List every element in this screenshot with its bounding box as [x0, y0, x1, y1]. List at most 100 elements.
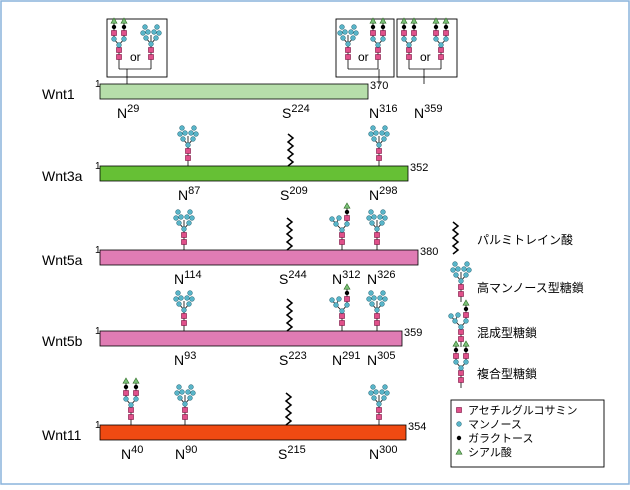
glcnac-square-icon: [463, 353, 469, 359]
mannose-circle-icon: [348, 29, 354, 35]
n29-glycan-alternatives: or: [106, 17, 168, 84]
glcnac-square-icon: [453, 353, 459, 359]
mannose-circle-icon: [351, 24, 357, 30]
mannose-circle-icon: [123, 396, 129, 402]
mannose-circle-icon: [345, 41, 351, 47]
mannose-circle-icon: [353, 30, 359, 36]
site-residue: S: [278, 446, 287, 462]
sialic-triangle-icon: [120, 17, 128, 24]
mannose-circle-icon: [154, 24, 160, 30]
mannose-circle-icon: [371, 214, 377, 220]
sialic-triangle-icon: [462, 299, 470, 306]
high-mannose-glycan-icon: [366, 290, 388, 331]
mannose-circle-icon: [366, 215, 372, 221]
site-residue: N: [117, 105, 127, 121]
protein-bar: [99, 424, 407, 441]
glcnac-square-icon: [339, 232, 345, 238]
glcnac-square-icon: [181, 232, 187, 238]
site-label-s223: S223: [279, 350, 307, 368]
site-number: 93: [184, 350, 196, 362]
sialic-triangle-icon: [379, 17, 387, 24]
mannose-circle-icon: [374, 226, 380, 232]
mannose-circle-icon: [368, 131, 374, 137]
glcnac-square-icon: [375, 47, 381, 53]
mannose-circle-icon: [382, 215, 388, 221]
site-label-n312: N312: [332, 269, 360, 287]
or-label: or: [130, 50, 141, 64]
glcnac-square-icon: [345, 47, 351, 53]
site-residue: N: [175, 446, 185, 462]
sugar-legend-item: マンノース: [456, 419, 522, 431]
mannose-circle-icon: [181, 226, 187, 232]
mannose-circle-icon: [375, 42, 381, 48]
mannose-circle-icon: [336, 296, 342, 302]
mannose-circle-icon: [186, 220, 192, 226]
site-number: 29: [127, 103, 139, 115]
hybrid-glycan-icon: [329, 283, 351, 331]
mannose-circle-icon: [186, 301, 192, 307]
glcnac-square-icon: [374, 232, 380, 238]
site-residue: N: [369, 446, 379, 462]
glcnac-square-icon: [401, 30, 407, 36]
site-number: 312: [342, 269, 360, 281]
site-label-n300: N300: [369, 444, 397, 462]
glcnac-square-icon: [380, 30, 386, 36]
site-number: 305: [377, 350, 395, 362]
glcnac-square-icon: [345, 54, 351, 60]
complex-glycan-icon: [122, 377, 140, 425]
site-label-n305: N305: [367, 350, 395, 368]
mannose-circle-icon: [384, 390, 390, 396]
sialic-triangle-icon: [455, 448, 463, 455]
mannose-circle-icon: [370, 36, 376, 42]
site-label-n359: N359: [414, 103, 442, 121]
site-number: 244: [288, 269, 306, 281]
start-residue-label: 1: [95, 245, 101, 256]
glcnac-square-icon: [406, 54, 412, 60]
site-residue: N: [178, 187, 188, 203]
site-residue: N: [369, 105, 379, 121]
high-mannose-glycan-icon: [450, 261, 472, 302]
glcnac-square-icon: [458, 284, 464, 290]
mannose-circle-icon: [377, 295, 383, 301]
mannose-circle-icon: [339, 227, 345, 233]
mannose-circle-icon: [148, 41, 154, 47]
mannose-circle-icon: [179, 125, 185, 131]
mannose-circle-icon: [185, 142, 191, 148]
glcnac-square-icon: [374, 313, 380, 319]
glcnac-square-icon: [181, 313, 187, 319]
glcnac-square-icon: [376, 414, 382, 420]
glcnac-square-icon: [433, 30, 439, 36]
high-mannose-glycan-icon: [337, 24, 359, 65]
mannose-circle-icon: [182, 130, 188, 136]
site-residue: N: [332, 271, 342, 287]
high-mannose-glycan-icon: [174, 384, 196, 425]
mannose-circle-icon: [369, 220, 375, 226]
protein-name: Wnt11: [42, 427, 82, 443]
mannose-circle-icon: [187, 290, 193, 296]
site-number: 316: [379, 103, 397, 115]
site-label-s224: S224: [282, 103, 310, 121]
glcnac-square-icon: [339, 239, 345, 245]
galactose-circle-icon: [133, 384, 139, 390]
glcnac-square-icon: [182, 407, 188, 413]
site-residue: S: [282, 105, 291, 121]
complex-glycan-icon: [432, 17, 450, 65]
galactose-circle-icon: [380, 24, 386, 30]
glcnac-square-icon: [456, 407, 462, 413]
mannose-circle-icon: [333, 221, 339, 227]
protein-name: Wnt5b: [42, 333, 83, 349]
mannose-circle-icon: [379, 130, 385, 136]
protein-bar: [99, 83, 369, 100]
mannose-circle-icon: [370, 384, 376, 390]
sugar-legend-label: ガラクトース: [468, 432, 533, 445]
mannose-circle-icon: [344, 302, 350, 308]
mannose-circle-icon: [329, 297, 335, 303]
site-label-s209: S209: [280, 185, 308, 203]
mannose-circle-icon: [187, 395, 193, 401]
mannose-circle-icon: [443, 36, 449, 42]
mannose-circle-icon: [143, 35, 149, 41]
mannose-circle-icon: [176, 384, 182, 390]
